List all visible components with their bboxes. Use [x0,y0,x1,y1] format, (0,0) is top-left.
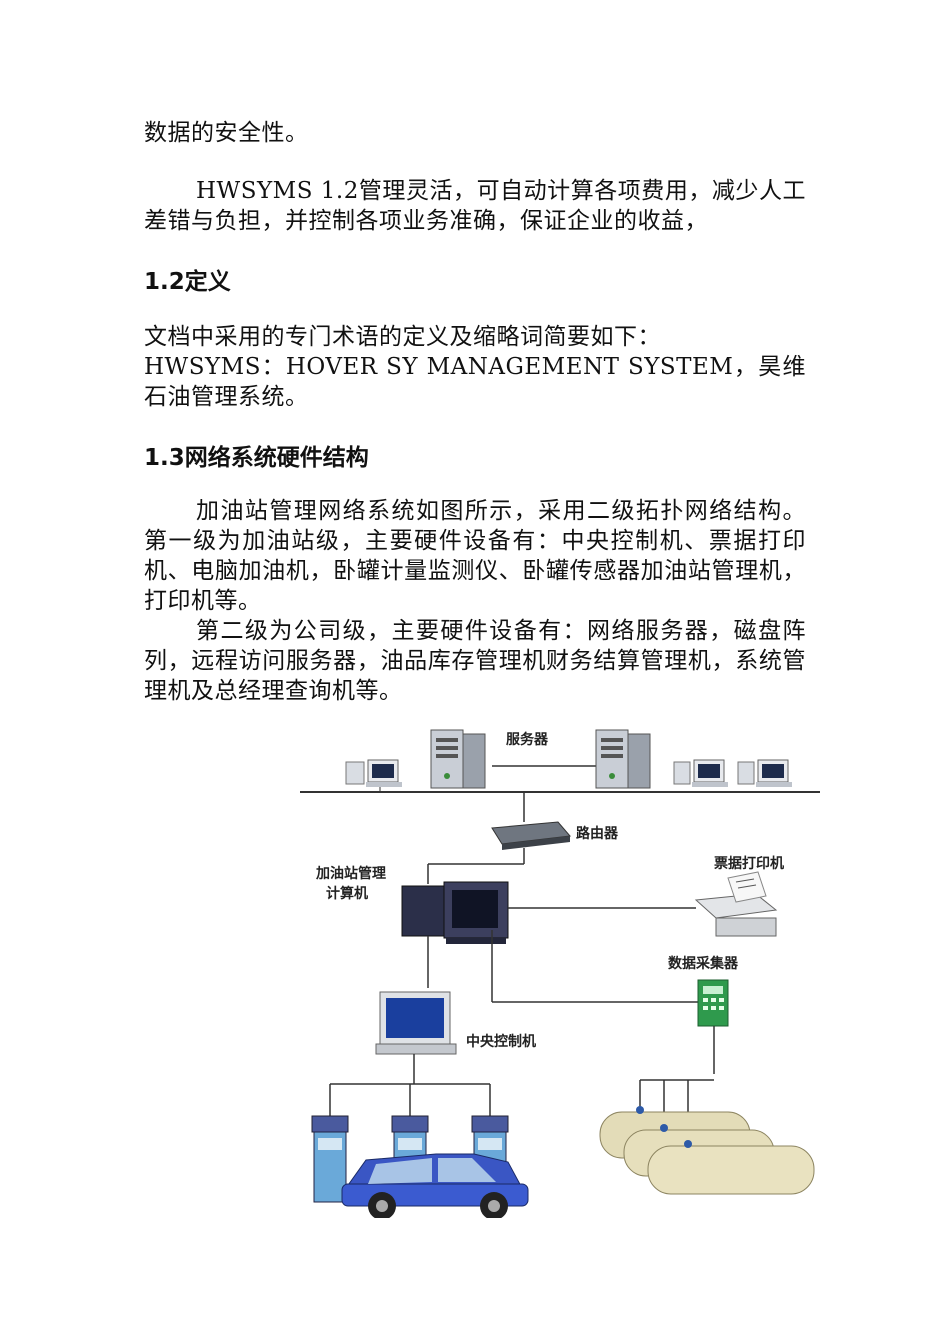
label-server: 服务器 [506,731,549,748]
receipt-printer-icon [694,871,778,937]
server-left-icon [430,729,486,789]
station-management-computer-icon [401,881,509,944]
data-collector-icon [697,979,729,1027]
workstation-left-icon [345,759,402,792]
label-printer: 票据打印机 [714,855,784,872]
car-icon [341,1153,529,1218]
workstation-right-1-icon [673,759,728,787]
paragraph-hwsyms-intro: HWSYMS 1.2管理灵活，可自动计算各项费用，减少人工差错与负担，并控制各项… [144,178,806,234]
network-diagram: 服务器 路由器 加油站管理 计算机 票据打印机 [300,729,820,1218]
router-icon [491,821,571,850]
server-right-icon [595,729,651,789]
paragraph-continuation: 数据的安全性。 [144,120,309,146]
central-controller-icon [375,991,457,1055]
paragraph-level-one: 加油站管理网络系统如图所示，采用二级拓扑网络结构。第一级为加油站级，主要硬件设备… [144,498,806,614]
label-router: 路由器 [576,825,619,842]
label-central-controller: 中央控制机 [466,1033,536,1050]
fuel-pump-1-icon [311,1115,349,1203]
paragraph-definitions-intro: 文档中采用的专门术语的定义及缩略词简要如下： [144,324,661,350]
paragraph-definition-hwsyms: HWSYMS：HOVER SY MANAGEMENT SYSTEM，昊维石油管理… [144,354,806,410]
workstation-right-2-icon [737,759,792,787]
label-data-collector: 数据采集器 [668,955,739,972]
label-station-mgr-line2: 计算机 [326,885,368,902]
section-heading-1-3: 1.3网络系统硬件结构 [144,445,369,471]
label-station-mgr-line1: 加油站管理 [315,865,386,882]
section-heading-1-2: 1.2定义 [144,269,231,295]
storage-tank-3-icon [647,1145,815,1195]
paragraph-level-two: 第二级为公司级，主要硬件设备有：网络服务器，磁盘阵列，远程访问服务器，油品库存管… [144,618,806,704]
